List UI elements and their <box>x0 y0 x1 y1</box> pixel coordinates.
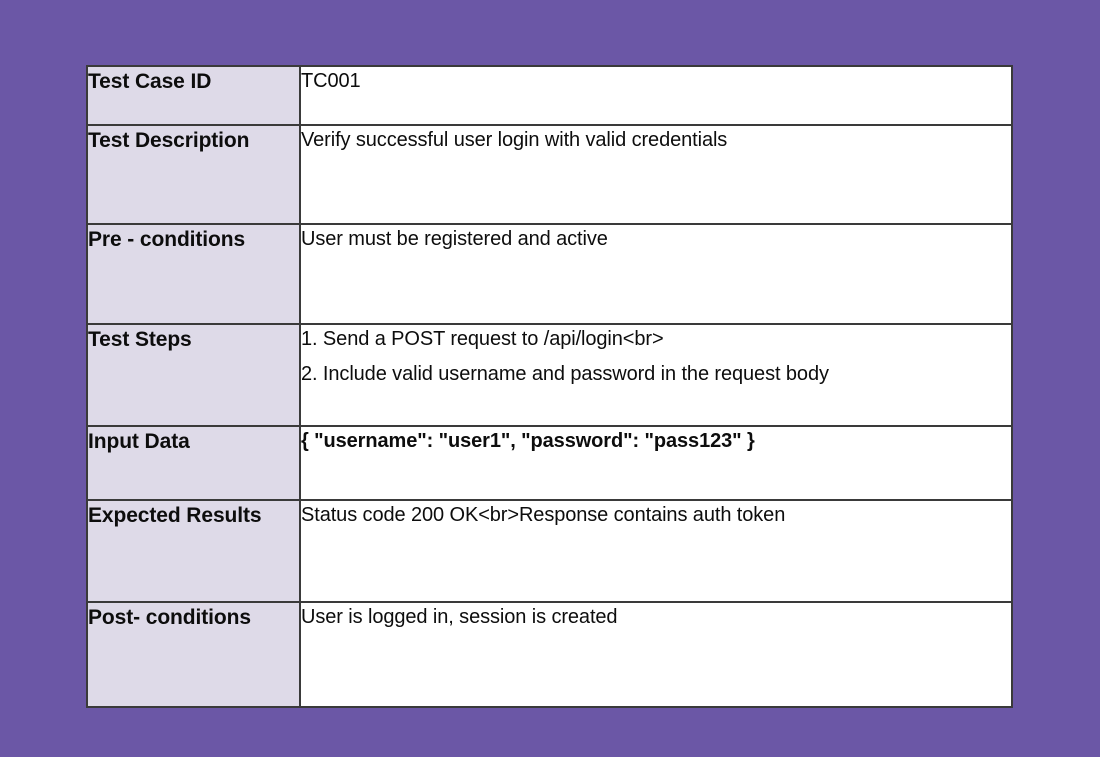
value-line: Verify successful user login with valid … <box>301 129 728 151</box>
table-row: Post- conditions User is logged in, sess… <box>86 601 1013 708</box>
table-row: Test Steps 1. Send a POST request to /ap… <box>86 323 1013 427</box>
row-value-post-conditions: User is logged in, session is created <box>299 601 1013 708</box>
row-label-pre-conditions: Pre - conditions <box>86 223 301 325</box>
test-case-table: Test Case ID TC001 Test Description Veri… <box>86 65 1013 708</box>
table-row: Input Data { "username": "user1", "passw… <box>86 425 1013 501</box>
table-row: Expected Results Status code 200 OK<br>R… <box>86 499 1013 603</box>
value-line: { "username": "user1", "password": "pass… <box>301 430 755 452</box>
table-row: Test Case ID TC001 <box>86 65 1013 126</box>
row-value-test-description: Verify successful user login with valid … <box>299 124 1013 225</box>
table-row: Pre - conditions User must be registered… <box>86 223 1013 325</box>
row-value-test-case-id: TC001 <box>299 65 1013 126</box>
value-line: User must be registered and active <box>301 228 608 250</box>
value-line: 1. Send a POST request to /api/login<br> <box>301 328 664 350</box>
row-value-expected-results: Status code 200 OK<br>Response contains … <box>299 499 1013 603</box>
row-value-input-data: { "username": "user1", "password": "pass… <box>299 425 1013 501</box>
table-row: Test Description Verify successful user … <box>86 124 1013 225</box>
row-label-test-case-id: Test Case ID <box>86 65 301 126</box>
row-label-test-steps: Test Steps <box>86 323 301 427</box>
row-value-test-steps: 1. Send a POST request to /api/login<br>… <box>299 323 1013 427</box>
value-line: TC001 <box>301 70 361 92</box>
row-label-test-description: Test Description <box>86 124 301 225</box>
row-label-input-data: Input Data <box>86 425 301 501</box>
row-label-post-conditions: Post- conditions <box>86 601 301 708</box>
value-line: User is logged in, session is created <box>301 606 618 628</box>
row-value-pre-conditions: User must be registered and active <box>299 223 1013 325</box>
value-line: 2. Include valid username and password i… <box>301 363 829 385</box>
row-label-expected-results: Expected Results <box>86 499 301 603</box>
test-case-table-body: Test Case ID TC001 Test Description Veri… <box>86 65 1013 708</box>
value-line: Status code 200 OK<br>Response contains … <box>301 504 786 526</box>
